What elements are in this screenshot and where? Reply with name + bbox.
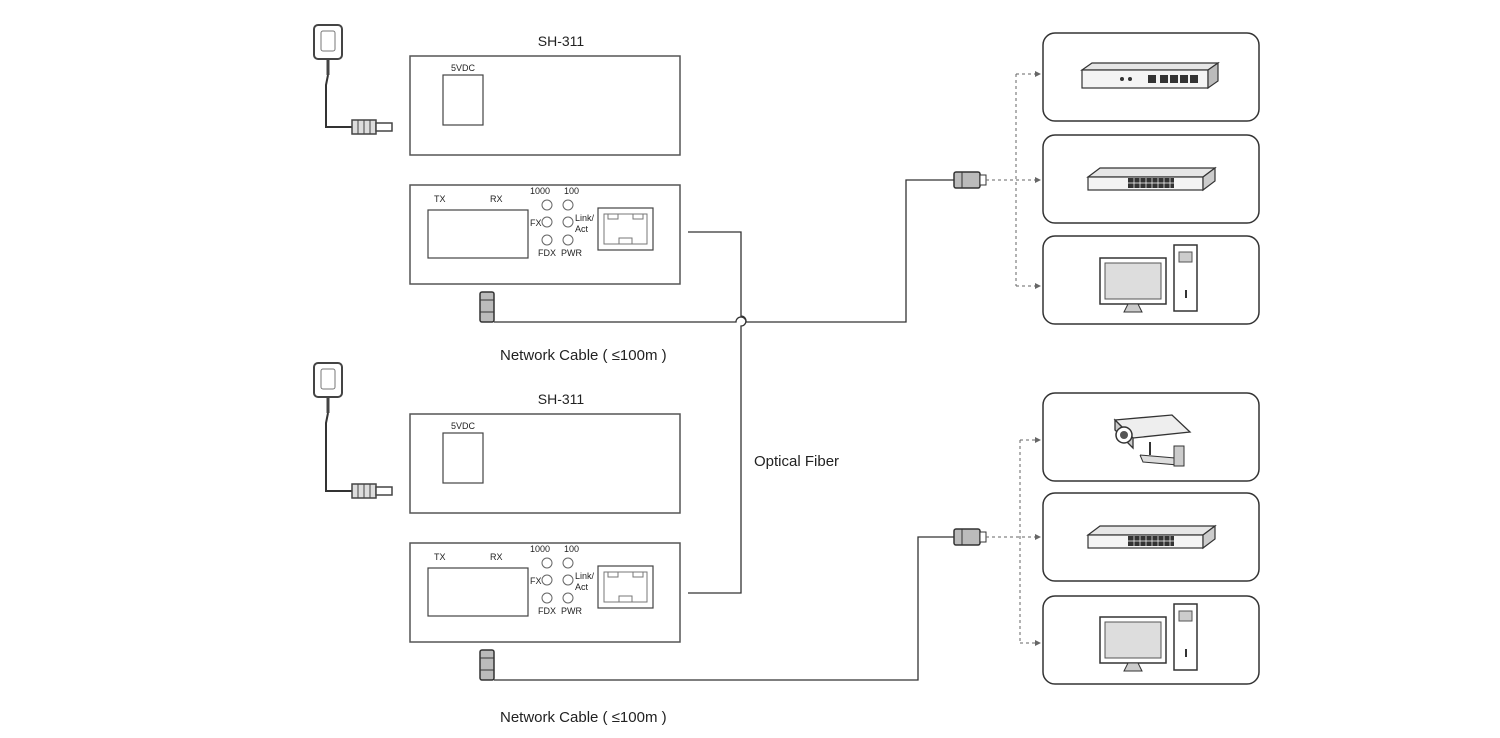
rx-label: RX (490, 194, 503, 204)
led-1000 (541, 199, 553, 211)
power-adapter-icon (313, 24, 393, 135)
power-port (442, 74, 484, 126)
led-pwr (562, 234, 574, 246)
speed-1000-label: 1000 (530, 186, 550, 196)
device-box-computer (1042, 235, 1260, 325)
back-panel: 5VDC (409, 55, 681, 156)
power-port-label: 5VDC (451, 63, 476, 73)
led-100 (562, 557, 574, 569)
led-100 (562, 199, 574, 211)
device-box-computer (1042, 595, 1260, 685)
ip-camera-icon (1113, 414, 1192, 467)
rj45-plug-icon (479, 291, 495, 323)
speed-100-label: 100 (564, 544, 579, 554)
rj45-port-icon (597, 565, 654, 609)
led-link-act (562, 574, 574, 586)
desktop-computer-icon (1099, 244, 1198, 313)
switch-icon (1086, 166, 1217, 192)
rj45-port-icon (597, 207, 654, 251)
device-box-camera (1042, 392, 1260, 482)
pwr-label: PWR (561, 248, 582, 258)
led-fdx (541, 234, 553, 246)
fx-label: FX (530, 218, 542, 228)
network-cable-1 (494, 171, 987, 323)
act-label: Act (575, 224, 589, 234)
speed-1000-label: 1000 (530, 544, 550, 554)
device-model-label: SH-311 (538, 391, 585, 407)
optical-fiber-label: Optical Fiber (754, 453, 839, 470)
dashed-branch-2 (986, 437, 1041, 646)
switch-icon (1086, 524, 1217, 550)
back-panel: 5VDC (409, 413, 681, 514)
device-model-label: SH-311 (538, 33, 585, 49)
power-port (442, 432, 484, 484)
link-label: Link/ (575, 213, 595, 223)
led-fx (541, 574, 553, 586)
sfp-fiber-port (427, 567, 529, 617)
front-panel: TX RX 1000 100 FX Link/ Act FDX PWR (409, 542, 681, 643)
rj45-plug-icon (953, 528, 987, 546)
fdx-label: FDX (538, 606, 556, 616)
desktop-computer-icon (1099, 603, 1198, 672)
sfp-fiber-port (427, 209, 529, 259)
link-label: Link/ (575, 571, 595, 581)
tx-label: TX (434, 552, 446, 562)
tx-label: TX (434, 194, 446, 204)
network-cable-label: Network Cable ( ≤100m ) (500, 347, 667, 364)
media-converter-unit-1: SH-311 5VDC TX RX 1000 100 FX Link/ Act … (313, 24, 681, 364)
fdx-label: FDX (538, 248, 556, 258)
led-fx (541, 216, 553, 228)
network-cable-label: Network Cable ( ≤100m ) (500, 709, 667, 726)
device-box-switch (1042, 492, 1260, 582)
front-panel: TX RX 1000 100 FX Link/ Act FDX PWR (409, 184, 681, 285)
rj45-plug-icon (479, 649, 495, 681)
led-pwr (562, 592, 574, 604)
optical-fiber-cable: Optical Fiber (688, 231, 839, 594)
led-1000 (541, 557, 553, 569)
speed-100-label: 100 (564, 186, 579, 196)
media-converter-unit-2: SH-311 5VDC TX RX 1000 100 FX Link/ Act … (313, 362, 681, 726)
led-link-act (562, 216, 574, 228)
device-box-switch (1042, 134, 1260, 224)
led-fdx (541, 592, 553, 604)
device-box-router (1042, 32, 1260, 122)
dashed-branch-1 (986, 71, 1041, 289)
fx-label: FX (530, 576, 542, 586)
power-adapter-icon (313, 362, 393, 499)
power-port-label: 5VDC (451, 421, 476, 431)
act-label: Act (575, 582, 589, 592)
router-icon (1080, 61, 1220, 90)
rj45-plug-icon (953, 171, 987, 189)
rx-label: RX (490, 552, 503, 562)
pwr-label: PWR (561, 606, 582, 616)
